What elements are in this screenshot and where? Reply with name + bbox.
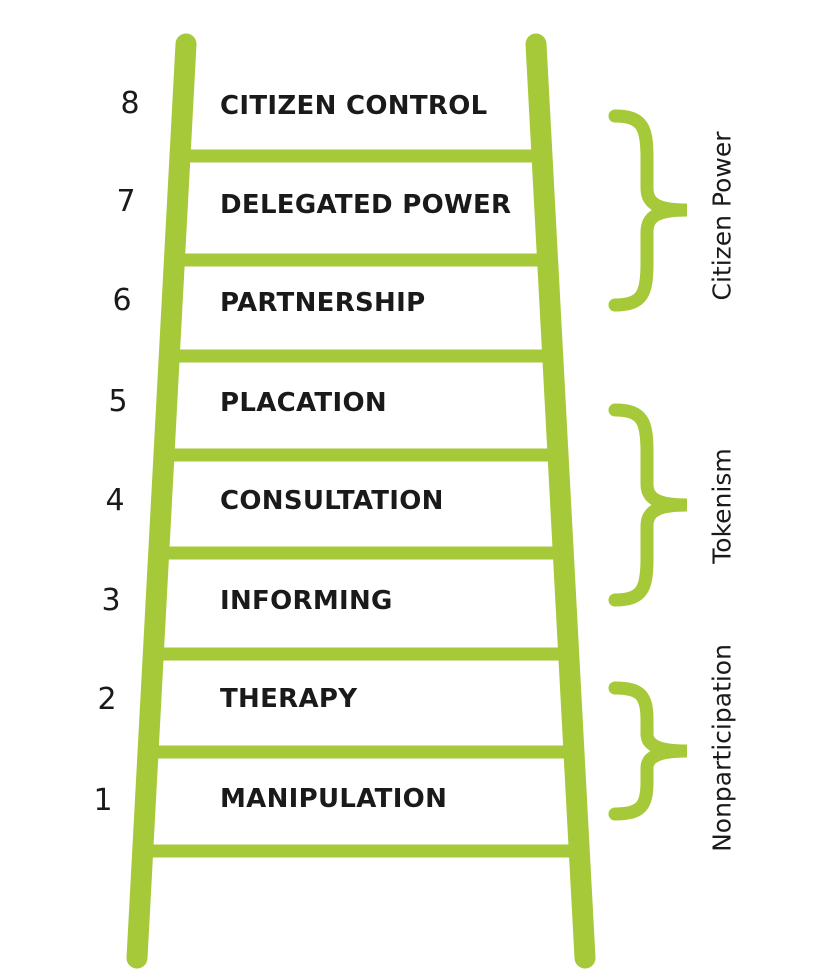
group-label-citizen-power: Citizen Power <box>707 131 737 301</box>
rung-number-7: 7 <box>116 184 136 219</box>
rung-number-4: 4 <box>105 483 125 518</box>
rung-number-8: 8 <box>120 86 140 121</box>
rung-label-delegated-power: DELEGATED POWER <box>220 190 512 220</box>
rung-label-informing: INFORMING <box>220 586 393 616</box>
rung-label-manipulation: MANIPULATION <box>220 784 448 814</box>
brace-citizen-power <box>608 109 688 312</box>
rung-label-placation: PLACATION <box>220 388 387 418</box>
rung-number-5: 5 <box>108 384 128 419</box>
brace-tokenism <box>608 403 688 607</box>
group-label-nonparticipation: Nonparticipation <box>707 644 737 852</box>
rung-number-1: 1 <box>93 783 113 818</box>
rung-label-partnership: PARTNERSHIP <box>220 288 426 318</box>
rung-label-consultation: CONSULTATION <box>220 486 444 516</box>
ladder-right-rail <box>525 33 596 969</box>
rung-number-3: 3 <box>101 583 121 618</box>
rung-label-therapy: THERAPY <box>220 684 358 714</box>
ladder-left-rail <box>126 33 197 969</box>
group-label-tokenism: Tokenism <box>707 448 737 564</box>
rung-number-2: 2 <box>97 682 117 717</box>
rung-number-6: 6 <box>112 283 132 318</box>
brace-nonparticipation <box>608 681 688 821</box>
rung-label-citizen-control: CITIZEN CONTROL <box>220 91 488 121</box>
